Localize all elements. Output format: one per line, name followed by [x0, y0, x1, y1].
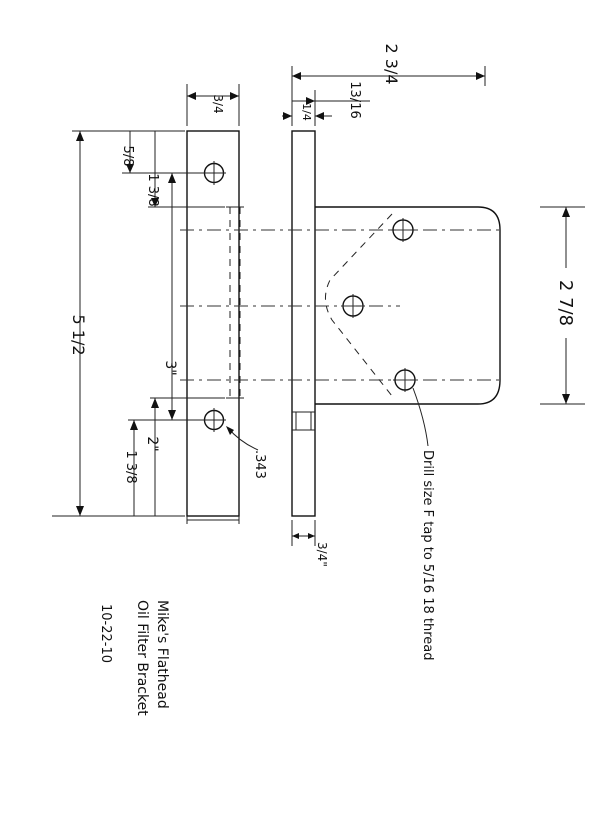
base-plate-edge [291, 130, 316, 517]
dim-thickness-top-right: 1/4 [300, 103, 313, 121]
title-line-2: Oil Filter Bracket [134, 600, 150, 716]
gusset-plate-outline [315, 206, 501, 405]
bracket-side-view [291, 130, 501, 517]
dimension-labels: 3/4 2 3/4 13/16 1/4 5/8 1 3/8 5 1/2 3" 2… [69, 43, 576, 566]
dimension-lines [52, 66, 585, 546]
dim-triangle-height: 2 7/8 [555, 280, 576, 326]
dim-hole-spacing: 3" [162, 360, 178, 375]
dim-first-hole: 5/8 [120, 146, 135, 167]
dim-last-hole: 1 3/8 [123, 450, 138, 483]
title-line-1: Mike's Flathead [154, 600, 170, 709]
dim-overall-length: 5 1/2 [69, 314, 88, 355]
dim-plate-thickness-bottom: 3/4" [315, 542, 329, 567]
callouts: .343 Drill size F tap to 5/16 18 thread [252, 450, 435, 661]
dim-hole-to-slot: 2" [144, 436, 160, 451]
title-block: Mike's Flathead Oil Filter Bracket 10-22… [98, 600, 170, 716]
dim-thickness-top-left: 3/4 [211, 94, 225, 113]
hole-diameter-callout: .343 [252, 450, 267, 479]
center-lines [180, 229, 500, 381]
dim-overall-width: 2 3/4 [382, 43, 401, 84]
flat-bar-outline [186, 130, 240, 517]
dim-slot-start: 1 3/8 [145, 173, 160, 206]
dim-offset-top: 13/16 [347, 81, 362, 118]
drill-note: Drill size F tap to 5/16 18 thread [420, 450, 435, 661]
title-date: 10-22-10 [98, 604, 113, 663]
gusset-hidden-triangle [325, 213, 393, 397]
flat-bar-view [186, 130, 244, 517]
